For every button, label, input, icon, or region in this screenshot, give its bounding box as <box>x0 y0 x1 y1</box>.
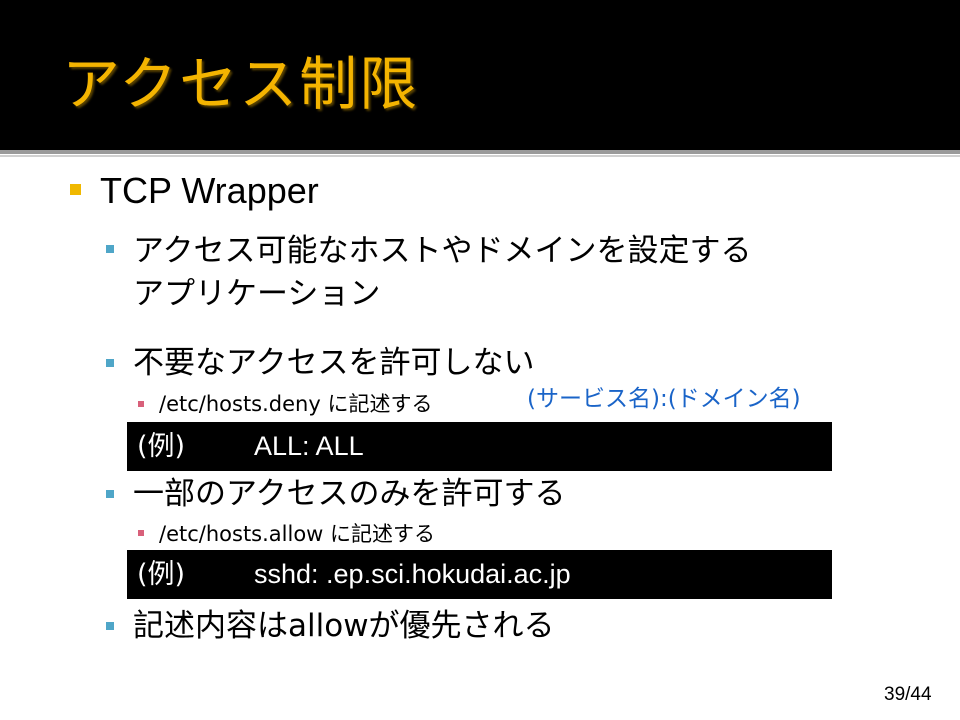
title-divider <box>0 150 960 154</box>
bullet-allow: 一部のアクセスのみを許可する <box>133 476 566 512</box>
bullet-tcp-wrapper: TCP Wrapper <box>100 170 319 211</box>
sub-bullet-hosts-allow: /etc/hosts.allow に記述する <box>159 522 436 546</box>
example-box-deny: (例) ALL: ALL <box>127 422 832 471</box>
bullet-square-icon <box>70 184 81 195</box>
example-code: sshd: .ep.sci.hokudai.ac.jp <box>254 559 571 589</box>
example-label: (例) <box>137 559 186 590</box>
bullet-square-icon <box>106 359 114 367</box>
bullet-square-icon <box>106 245 114 253</box>
bullet-square-icon <box>106 490 114 498</box>
bullet-priority: 記述内容はallowが優先される <box>133 608 555 644</box>
bullet-description-line1: アクセス可能なホストやドメインを設定する <box>133 233 752 269</box>
example-code: ALL: ALL <box>254 431 364 461</box>
bullet-square-icon <box>106 622 114 630</box>
bullet-small-square-icon <box>138 530 144 536</box>
slide-title: アクセス制限 <box>62 50 420 118</box>
page-number: 39/44 <box>884 684 932 705</box>
sub-bullet-hosts-deny: /etc/hosts.deny に記述する <box>159 392 433 416</box>
bullet-small-square-icon <box>138 401 144 407</box>
title-divider-shadow <box>0 155 960 157</box>
title-bar: アクセス制限 <box>0 0 960 150</box>
bullet-deny: 不要なアクセスを許可しない <box>133 345 535 381</box>
example-label: (例) <box>137 431 186 462</box>
bullet-description-line2: アプリケーション <box>133 276 381 312</box>
format-annotation: (サービス名):(ドメイン名) <box>527 386 801 412</box>
example-box-allow: (例) sshd: .ep.sci.hokudai.ac.jp <box>127 550 832 599</box>
